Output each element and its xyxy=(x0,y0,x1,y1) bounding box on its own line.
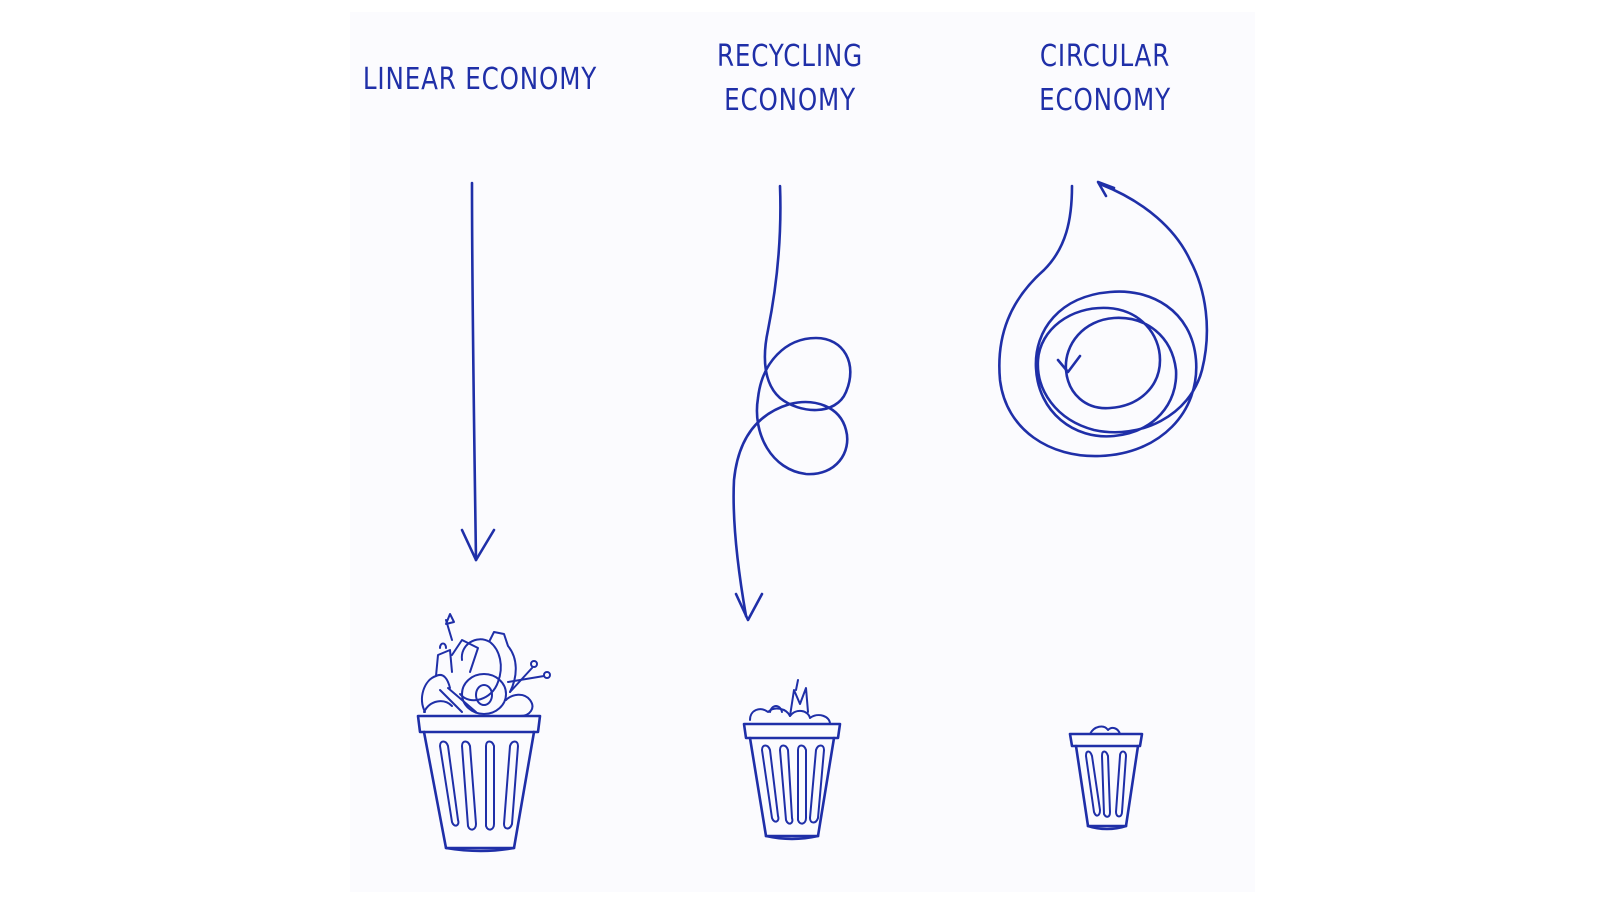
recycling-economy-label: RECYCLING ECONOMY xyxy=(716,39,864,118)
full-trash-can-icon xyxy=(416,613,551,853)
circular-spiral xyxy=(998,180,1209,458)
linear-economy-label: LINEAR ECONOMY xyxy=(362,62,598,97)
half-full-trash-can-icon xyxy=(742,679,842,841)
linear-arrow xyxy=(460,181,496,562)
nearly-empty-trash-can-icon xyxy=(1068,725,1144,831)
circular-economy-label: CIRCULAR ECONOMY xyxy=(1039,39,1171,118)
recycling-arrow xyxy=(732,184,852,622)
